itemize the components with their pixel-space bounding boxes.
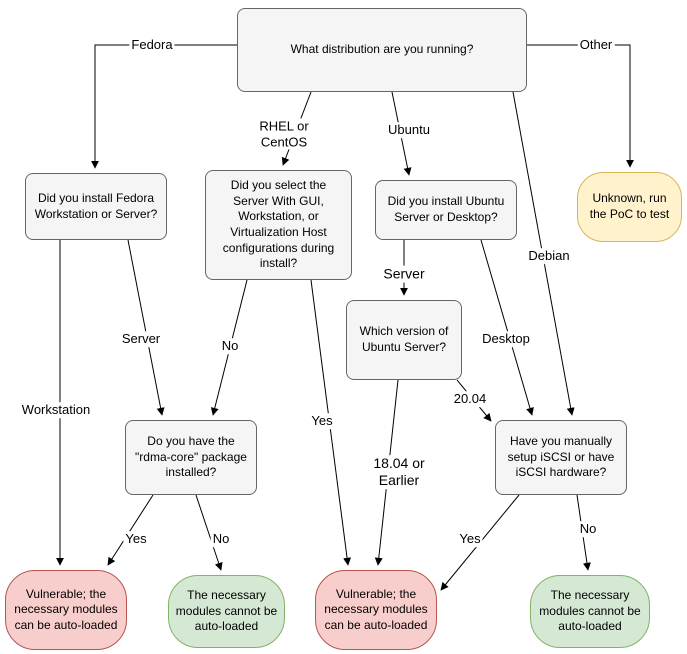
edge-root-to-fedora (91, 44, 237, 169)
edge-label-2004: 20.04 (451, 391, 489, 407)
edge-label-other: Other (577, 37, 615, 53)
edge-label-debian: Debian (526, 248, 572, 264)
node-ubuntu-version-question: Which version of Ubuntu Server? (346, 300, 462, 380)
edge-label-yes-iscsi: Yes (457, 531, 483, 547)
node-safe-left: The necessary modules cannot be auto-loa… (168, 575, 285, 648)
node-vulnerable-left: Vulnerable; the necessary modules can be… (5, 570, 127, 650)
node-safe-right: The necessary modules cannot be auto-loa… (530, 575, 650, 648)
node-rhel-question: Did you select the Server With GUI, Work… (205, 170, 352, 280)
edge-root-to-unknown (527, 44, 634, 168)
node-iscsi-question: Have you manually setup iSCSI or have iS… (495, 420, 627, 495)
edge-label-rhel-centos: RHEL or CentOS (252, 118, 316, 150)
edge-label-no-rhel: No (219, 338, 241, 354)
edge-label-server-ubuntu: Server (381, 265, 427, 283)
edge-label-desktop: Desktop (480, 331, 532, 347)
node-rdma-question: Do you have the "rdma-core" package inst… (125, 420, 257, 495)
edge-label-yes-rhel: Yes (309, 413, 335, 429)
edge-fedora-to-rdma (127, 239, 165, 416)
edge-label-workstation: Workstation (19, 402, 93, 418)
edge-label-ubuntu: Ubuntu (386, 122, 432, 138)
edge-label-no-iscsi: No (577, 521, 599, 537)
node-ubuntu-question: Did you install Ubuntu Server or Desktop… (375, 180, 517, 240)
edge-label-server-fedora: Server (119, 331, 163, 347)
node-unknown-result: Unknown, run the PoC to test (577, 172, 682, 242)
edge-label-fedora: Fedora (129, 37, 175, 53)
node-root-question: What distribution are you running? (237, 8, 527, 92)
edge-rdma-to-vulnerable-left (107, 494, 154, 566)
edge-label-1804: 18.04 or Earlier (367, 455, 431, 489)
edge-label-yes-rdma: Yes (123, 531, 149, 547)
edge-label-no-rdma: No (210, 531, 232, 547)
edge-ubuntu-to-iscsi (480, 239, 534, 416)
node-vulnerable-right: Vulnerable; the necessary modules can be… (315, 570, 437, 650)
node-fedora-question: Did you install Fedora Workstation or Se… (25, 173, 167, 240)
edge-rdma-to-safe-left (195, 494, 223, 571)
